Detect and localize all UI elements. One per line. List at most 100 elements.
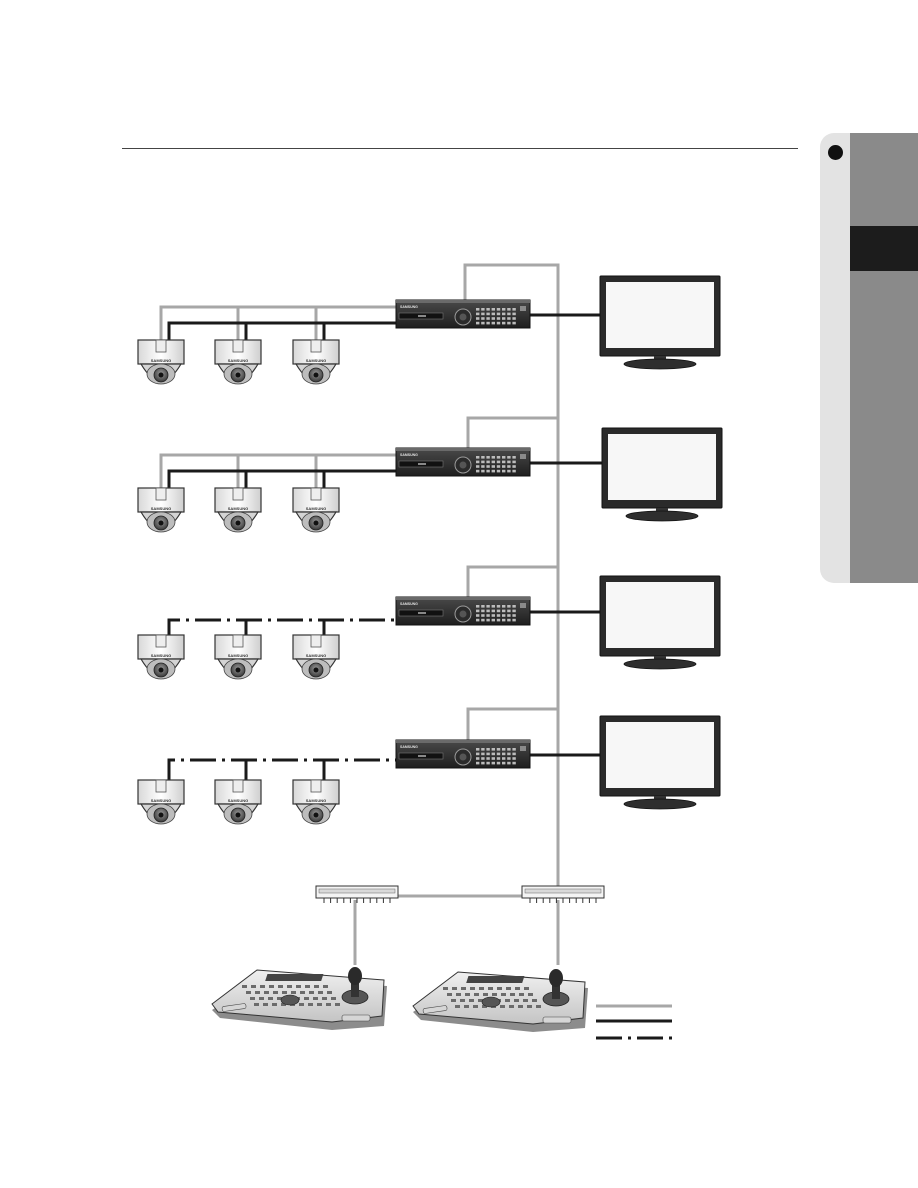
dvr-button[interactable] [486, 317, 490, 320]
dvr-button[interactable] [507, 465, 511, 468]
keyboard-key[interactable] [470, 987, 475, 990]
dvr-button[interactable] [491, 308, 495, 311]
dvr-button[interactable] [502, 456, 506, 459]
keyboard-key[interactable] [469, 999, 474, 1002]
keyboard-key[interactable] [492, 993, 497, 996]
dvr-button[interactable] [476, 460, 480, 464]
dvr-button[interactable] [481, 761, 485, 765]
dvr-button[interactable] [496, 460, 501, 464]
keyboard-key[interactable] [291, 991, 296, 994]
dvr-power-button[interactable] [520, 746, 526, 751]
dvr-button[interactable] [486, 757, 490, 760]
keyboard-key[interactable] [461, 987, 466, 990]
dvr-button[interactable] [502, 614, 506, 617]
dvr-button[interactable] [476, 321, 480, 325]
dvr-button[interactable] [486, 312, 490, 316]
joystick-knob[interactable] [348, 967, 362, 985]
keyboard-key[interactable] [483, 993, 488, 996]
dvr-button[interactable] [476, 748, 480, 751]
dvr-button[interactable] [502, 609, 506, 613]
dvr-button[interactable] [496, 614, 501, 617]
dvr-button[interactable] [502, 752, 506, 756]
keyboard-key[interactable] [443, 987, 448, 990]
keyboard-key[interactable] [447, 993, 452, 996]
keyboard-key[interactable] [317, 1003, 322, 1006]
dvr-button[interactable] [502, 460, 506, 464]
keyboard-key[interactable] [515, 987, 520, 990]
dvr-button[interactable] [481, 605, 485, 608]
keyboard-key[interactable] [479, 987, 484, 990]
keyboard-key[interactable] [296, 985, 301, 988]
keyboard-key[interactable] [473, 1005, 478, 1008]
keyboard-key[interactable] [465, 993, 470, 996]
dvr-button[interactable] [496, 317, 501, 320]
dvr-button[interactable] [507, 609, 511, 613]
dvr-button[interactable] [512, 460, 516, 464]
keyboard-key[interactable] [272, 1003, 277, 1006]
dvr-button[interactable] [512, 761, 516, 765]
dvr-button[interactable] [486, 605, 490, 608]
keyboard-key[interactable] [313, 997, 318, 1000]
dvr-button[interactable] [481, 757, 485, 760]
dvr-button[interactable] [476, 618, 480, 622]
section-tab-active[interactable] [850, 226, 918, 271]
dvr-button[interactable] [481, 752, 485, 756]
dvr-button[interactable] [512, 614, 516, 617]
keyboard-key[interactable] [500, 1005, 505, 1008]
dvr-button[interactable] [502, 757, 506, 760]
keyboard-key[interactable] [523, 999, 528, 1002]
keyboard-key[interactable] [455, 1005, 460, 1008]
dvr-button[interactable] [491, 312, 495, 316]
dvr-button[interactable] [507, 469, 511, 473]
keyboard-key[interactable] [501, 993, 506, 996]
dvr-button[interactable] [491, 761, 495, 765]
dvr-button[interactable] [486, 609, 490, 613]
keyboard-key[interactable] [278, 985, 283, 988]
keyboard-key[interactable] [451, 999, 456, 1002]
keyboard-key[interactable] [506, 987, 511, 990]
dvr-button[interactable] [512, 609, 516, 613]
dvr-button[interactable] [496, 465, 501, 468]
keyboard-key[interactable] [281, 1003, 286, 1006]
dvr-button[interactable] [486, 456, 490, 459]
dvr-button[interactable] [476, 456, 480, 459]
keyboard-key[interactable] [246, 991, 251, 994]
keyboard-key[interactable] [497, 987, 502, 990]
dvr-button[interactable] [507, 460, 511, 464]
keyboard-key[interactable] [452, 987, 457, 990]
keyboard-key[interactable] [514, 999, 519, 1002]
keyboard-key[interactable] [505, 999, 510, 1002]
dvr-button[interactable] [496, 312, 501, 316]
dvr-button[interactable] [476, 465, 480, 468]
keyboard-jog[interactable] [481, 996, 501, 1008]
dvr-button[interactable] [476, 317, 480, 320]
keyboard-key[interactable] [474, 993, 479, 996]
dvr-button[interactable] [502, 618, 506, 622]
keyboard-key[interactable] [524, 987, 529, 990]
keyboard-key[interactable] [287, 985, 292, 988]
dvr-button[interactable] [491, 757, 495, 760]
dvr-power-button[interactable] [520, 454, 526, 459]
dvr-button[interactable] [512, 321, 516, 325]
dvr-button[interactable] [481, 614, 485, 617]
dvr-button[interactable] [512, 605, 516, 608]
dvr-button[interactable] [507, 761, 511, 765]
keyboard-key[interactable] [255, 991, 260, 994]
keyboard-key[interactable] [536, 1005, 541, 1008]
dvr-power-button[interactable] [520, 306, 526, 311]
dvr-button[interactable] [507, 312, 511, 316]
dvr-button[interactable] [491, 456, 495, 459]
keyboard-key[interactable] [519, 993, 524, 996]
dvr-button[interactable] [491, 614, 495, 617]
keyboard-key[interactable] [527, 1005, 532, 1008]
keyboard-key[interactable] [260, 985, 265, 988]
dvr-button[interactable] [496, 308, 501, 311]
dvr-button[interactable] [481, 308, 485, 311]
keyboard-key[interactable] [268, 997, 273, 1000]
keyboard-key[interactable] [304, 997, 309, 1000]
dvr-button[interactable] [481, 312, 485, 316]
keyboard-key[interactable] [305, 985, 310, 988]
keyboard-key[interactable] [309, 991, 314, 994]
dvr-button[interactable] [512, 308, 516, 311]
dvr-button[interactable] [481, 609, 485, 613]
